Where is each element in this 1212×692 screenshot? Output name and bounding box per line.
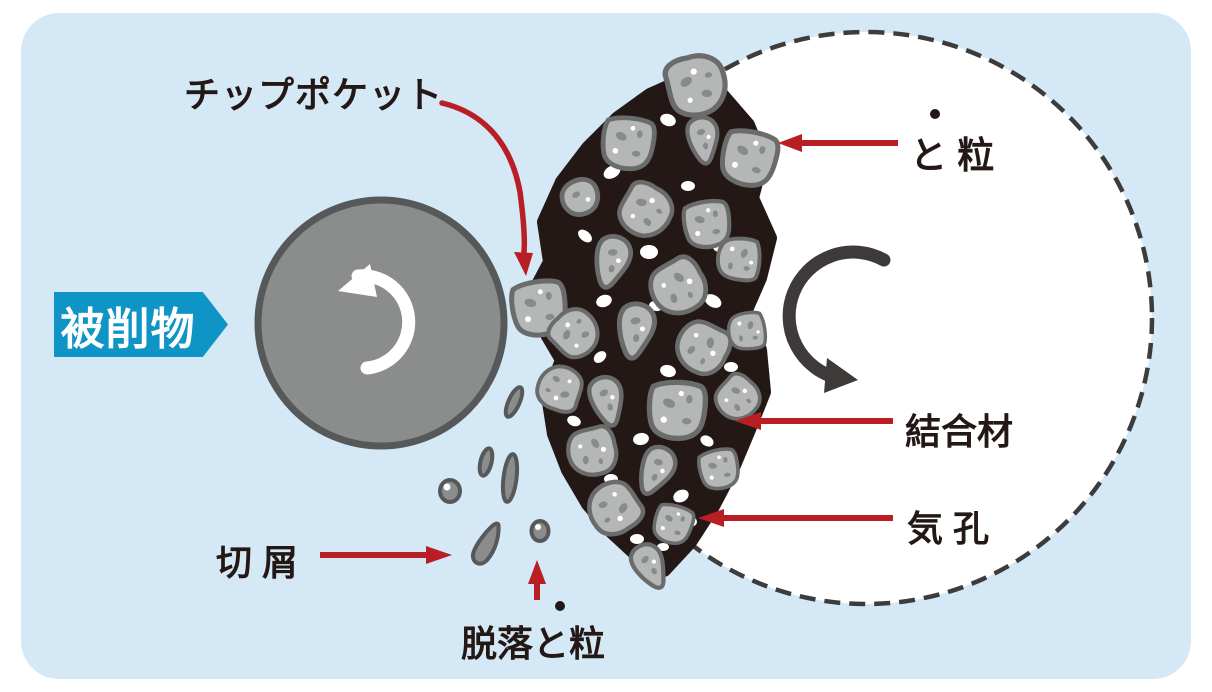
chip-pocket-arrow (439, 100, 533, 276)
workpiece-rotation-arrow (351, 269, 416, 375)
pore-label: 気 孔 (907, 508, 990, 549)
chips-and-dropped-grains (438, 385, 551, 566)
bond-arrow (735, 412, 893, 430)
dropped-grain-arrow (528, 560, 546, 600)
dropped-grain-label: 脱落と粒 (461, 623, 606, 664)
workpiece-rotation-arrowhead (338, 264, 377, 297)
emphasis-dot (555, 601, 565, 611)
wheel-rotation-arrow (782, 245, 891, 393)
dropped-grain-shape (529, 519, 551, 543)
pores (567, 113, 738, 551)
chip-arrow (320, 546, 452, 564)
chip-shape (477, 446, 495, 478)
chip-shape (500, 452, 520, 504)
workpiece-circle (254, 196, 508, 450)
workpiece-badge: 被削物 (54, 292, 228, 357)
chip-shape (470, 521, 501, 566)
workpiece-badge-label: 被削物 (60, 304, 196, 354)
abrasive-grain-label: と 粒 (910, 135, 995, 176)
chip-label: 切 屑 (216, 542, 299, 583)
bond-material-label: 結合材 (905, 411, 1014, 452)
pore-arrow (698, 509, 893, 527)
chip-pocket-label: チップポケット (184, 74, 444, 115)
chip-shape (503, 385, 525, 419)
dropped-grain-shape (438, 478, 462, 504)
abrasive-grain-arrow (778, 134, 898, 152)
emphasis-dot (930, 109, 940, 119)
